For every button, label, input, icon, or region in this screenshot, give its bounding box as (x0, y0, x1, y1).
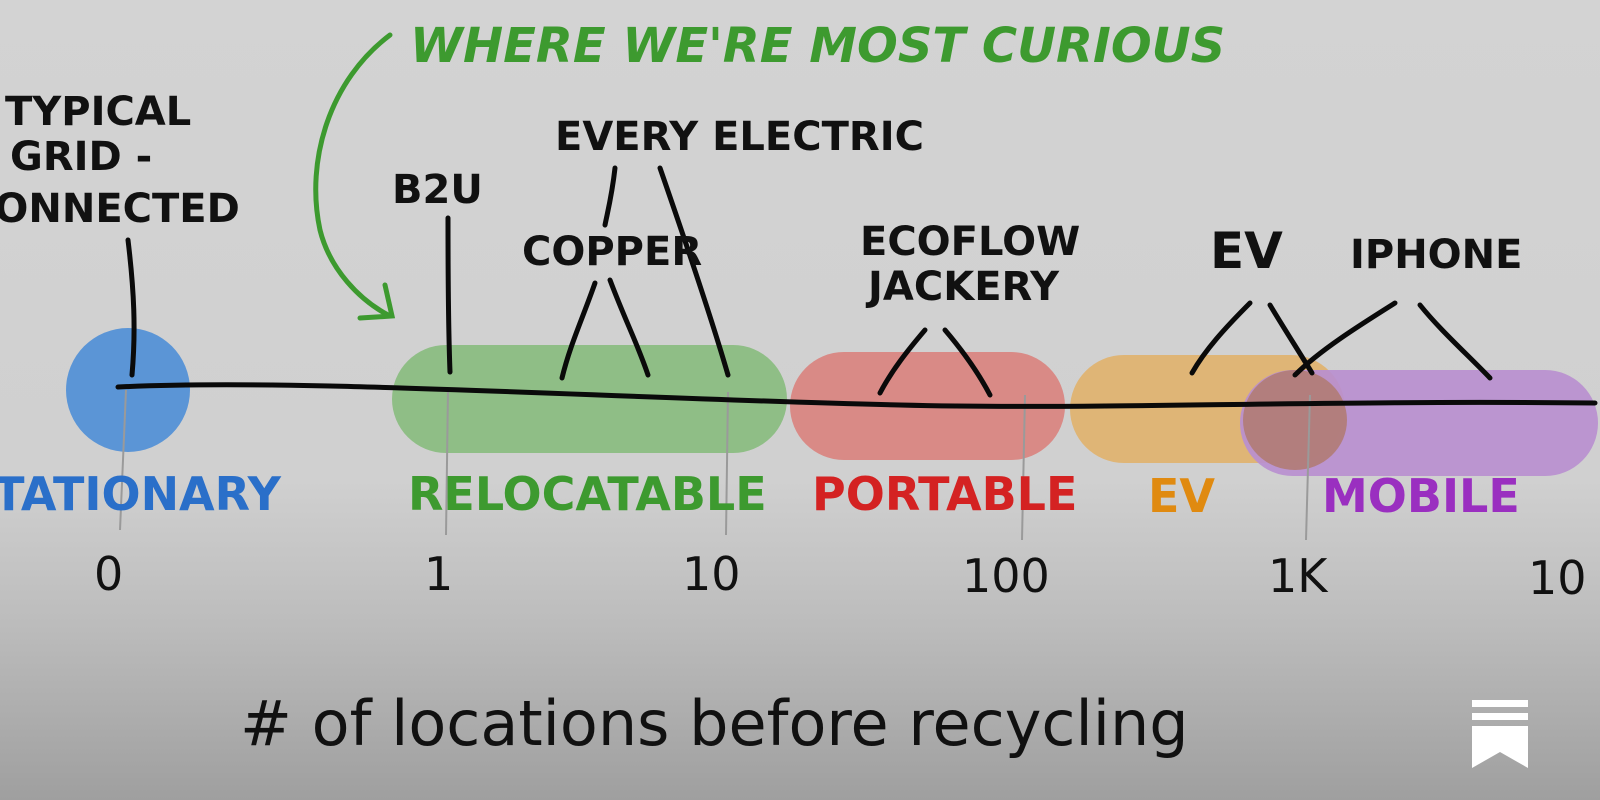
tick-label-1: 1 (424, 547, 453, 601)
ecoflow-label: ECOFLOW (860, 219, 1080, 265)
every-electric-label: EVERY ELECTRIC (555, 114, 924, 160)
copper-label: COPPER (522, 229, 702, 275)
pointer-lines (125, 165, 1493, 398)
category-label-relocatable: RELOCATABLE (408, 467, 767, 521)
grid-label-line1: TYPICAL (5, 89, 191, 135)
tick-label-1k: 1K (1268, 549, 1329, 603)
jackery-label: JACKERY (865, 264, 1060, 310)
relocatable-blob (392, 345, 787, 453)
grid-label-line2: GRID - (10, 134, 152, 180)
category-label-mobile: MOBILE (1322, 469, 1520, 523)
main-axis-line (115, 382, 1598, 409)
curious-arrow-icon (313, 32, 396, 321)
bookmark-icon[interactable] (1472, 700, 1528, 768)
ev-top-label: EV (1210, 222, 1283, 280)
stationary-blob (66, 328, 190, 452)
b2u-label: B2U (392, 167, 483, 213)
tick-label-10: 10 (682, 547, 741, 601)
iphone-label: IPHONE (1350, 232, 1522, 278)
category-label-ev: EV (1148, 469, 1215, 523)
tick-label-100: 100 (962, 549, 1050, 603)
ev-mobile-overlap (1243, 370, 1347, 470)
tick-label-10k: 10 (1528, 551, 1587, 605)
annotation-text: WHERE WE'RE MOST CURIOUS (410, 18, 1225, 74)
category-label-stationary: STATIONARY (0, 467, 282, 521)
axis-label: # of locations before recycling (240, 687, 1189, 760)
category-label-portable: PORTABLE (812, 467, 1077, 521)
tick-guides (119, 389, 1311, 541)
tick-label-0: 0 (94, 547, 123, 601)
grid-label-line3: CONNECTED (0, 186, 240, 232)
